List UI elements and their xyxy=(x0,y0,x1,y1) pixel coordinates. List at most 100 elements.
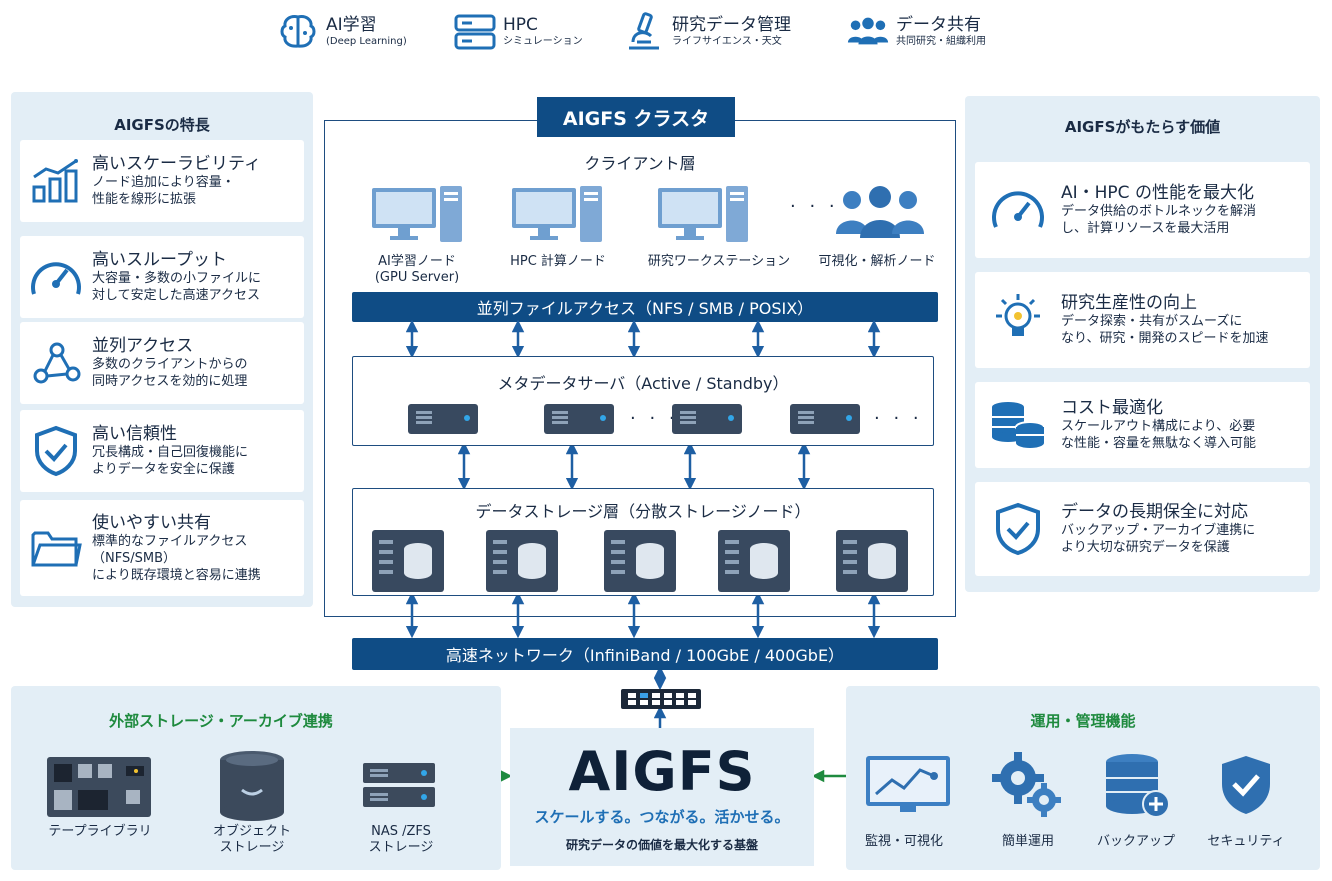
value-desc: なり、研究・開発のスピードを加速 xyxy=(1061,331,1269,346)
more-dots: · · · xyxy=(874,408,923,429)
usecase-sub: シミュレーション xyxy=(503,36,583,47)
metadata-title: メタデータサーバ（Active / Standby） xyxy=(497,374,789,393)
ops-label: 監視・可視化 xyxy=(864,834,943,849)
metadata-server xyxy=(672,404,742,434)
ops-label: 簡単運用 xyxy=(1001,834,1054,849)
feature-desc: （NFS/SMB） xyxy=(92,550,176,566)
feature-desc: 多数のクライアントからの xyxy=(92,357,248,372)
label-line: ストレージ xyxy=(368,840,434,855)
usecase-research-data: 研究データ管理 ライフサイエンス・天文 xyxy=(622,12,791,52)
label-line: ストレージ xyxy=(219,840,285,855)
feature-desc: により既存環境と容易に連携 xyxy=(92,567,261,583)
brain-icon xyxy=(276,12,320,52)
value-title: AI・HPC の性能を最大化 xyxy=(1061,183,1254,203)
feature-card: 使いやすい共有 標準的なファイルアクセス （NFS/SMB） により既存環境と容… xyxy=(20,500,304,596)
external-title: 外部ストレージ・アーカイブ連携 xyxy=(109,712,333,730)
usecase-title: 研究データ管理 xyxy=(672,15,791,35)
more-dots: · · · xyxy=(630,408,679,429)
client-label: 研究ワークステーション xyxy=(647,254,791,269)
users-icon xyxy=(834,186,926,244)
usecase-sub: ライフサイエンス・天文 xyxy=(672,36,782,47)
monitoring-icon xyxy=(864,754,952,820)
speedometer-icon xyxy=(20,254,92,300)
security-shield-icon xyxy=(1218,754,1274,820)
storage-node xyxy=(604,530,676,592)
value-desc: より大切な研究データを保護 xyxy=(1061,540,1230,555)
feature-title: 高いスケーラビリティ xyxy=(92,154,261,174)
value-card: 研究生産性の向上 データ探索・共有がスムーズに なり、研究・開発のスピードを加速 xyxy=(975,272,1310,368)
lightbulb-gear-icon xyxy=(975,292,1061,348)
backup-database-icon xyxy=(1102,752,1172,824)
value-desc: し、計算リソースを最大活用 xyxy=(1061,221,1230,236)
value-title: 研究生産性の向上 xyxy=(1061,293,1197,313)
client-label: HPC 計算ノード xyxy=(510,254,606,269)
value-title: コスト最適化 xyxy=(1061,398,1163,418)
value-desc: な性能・容量を無駄なく導入可能 xyxy=(1061,436,1257,451)
client-label: AI学習ノード (GPU Server) xyxy=(354,254,480,286)
monitor-icon xyxy=(510,184,606,250)
network-switch-icon xyxy=(620,688,702,714)
value-desc: スケールアウト構成により、必要 xyxy=(1061,419,1256,434)
value-desc: データ供給のボトルネックを解消 xyxy=(1061,204,1257,219)
feature-desc: 大容量・多数の小ファイルに xyxy=(92,271,262,286)
client-label: 可視化・解析ノード xyxy=(818,254,936,269)
storage-node xyxy=(486,530,558,592)
feature-desc: 同時アクセスを効的に処理 xyxy=(92,374,248,389)
microscope-icon xyxy=(622,12,666,52)
ops-label: セキュリティ xyxy=(1207,834,1285,849)
storage-node xyxy=(718,530,790,592)
usecase-ai: AI学習 (Deep Learning) xyxy=(276,12,407,52)
object-storage-label: オブジェクト ストレージ xyxy=(190,824,314,856)
metadata-server xyxy=(790,404,860,434)
client-label-line: (GPU Server) xyxy=(374,270,460,285)
nas-label: NAS /ZFS ストレージ xyxy=(346,824,456,856)
client-label-line: AI学習ノード xyxy=(378,254,456,269)
feature-desc: ノード追加により容量・ xyxy=(92,175,235,190)
value-card: データの長期保全に対応 バックアップ・アーカイブ連携に より大切な研究データを保… xyxy=(975,482,1310,576)
metadata-server xyxy=(544,404,614,434)
monitor-icon xyxy=(656,184,752,250)
monitor-icon xyxy=(370,184,466,250)
storage-node xyxy=(836,530,908,592)
cluster-title: AIGFS クラスタ xyxy=(537,97,735,137)
shield-check-icon xyxy=(20,425,92,477)
feature-card: 高い信頼性 冗長構成・自己回復機能に よりデータを安全に保護 xyxy=(20,410,304,492)
client-layer-title: クライアント層 xyxy=(584,154,696,173)
tagline-sub: 研究データの価値を最大化する基盤 xyxy=(565,838,758,852)
tagline: スケールする。つながる。活かせる。 xyxy=(534,808,790,826)
feature-desc: よりデータを安全に保護 xyxy=(92,462,235,477)
ops-label: バックアップ xyxy=(1096,834,1175,849)
value-desc: バックアップ・アーカイブ連携に xyxy=(1061,523,1256,538)
aigfs-logo: AIGFS xyxy=(568,740,756,803)
shield-check-icon xyxy=(975,502,1061,556)
aigfs-center-box xyxy=(510,728,814,866)
usecase-title: HPC xyxy=(503,15,538,35)
usecase-hpc: HPC シミュレーション xyxy=(453,12,583,52)
values-title: AIGFSがもたらす価値 xyxy=(1064,118,1221,136)
features-title: AIGFSの特長 xyxy=(114,116,210,134)
feature-title: 高い信頼性 xyxy=(92,424,177,444)
more-dots: · · · xyxy=(790,196,839,217)
network-nodes-icon xyxy=(20,340,92,386)
usecase-data-sharing: データ共有 共同研究・組織利用 xyxy=(846,12,986,52)
feature-card: 並列アクセス 多数のクライアントからの 同時アクセスを効的に処理 xyxy=(20,322,304,404)
feature-card: 高いスループット 大容量・多数の小ファイルに 対して安定した高速アクセス xyxy=(20,236,304,318)
values-panel: AIGFSがもたらす価値 AI・HPC の性能を最大化 データ供給のボトルネック… xyxy=(965,96,1320,592)
feature-title: 並列アクセス xyxy=(92,336,194,356)
gears-icon xyxy=(990,750,1064,822)
tape-library-label: テープライブラリ xyxy=(48,824,152,839)
feature-title: 使いやすい共有 xyxy=(92,512,211,533)
feature-desc: 標準的なファイルアクセス xyxy=(92,533,248,549)
tape-library-icon xyxy=(46,756,152,822)
feature-title: 高いスループット xyxy=(92,250,227,270)
speedometer-icon xyxy=(975,187,1061,233)
operations-title: 運用・管理機能 xyxy=(1030,712,1136,730)
storage-title: データストレージ層（分散ストレージノード） xyxy=(475,502,811,521)
feature-desc: 対して安定した高速アクセス xyxy=(92,288,260,303)
usecase-sub: (Deep Learning) xyxy=(326,36,407,47)
usecase-title: AI学習 xyxy=(326,15,377,35)
feature-desc: 冗長構成・自己回復機能に xyxy=(92,445,249,460)
object-storage-icon xyxy=(218,750,286,826)
growth-chart-icon xyxy=(20,159,92,203)
value-card: AI・HPC の性能を最大化 データ供給のボトルネックを解消 し、計算リソースを… xyxy=(975,162,1310,258)
